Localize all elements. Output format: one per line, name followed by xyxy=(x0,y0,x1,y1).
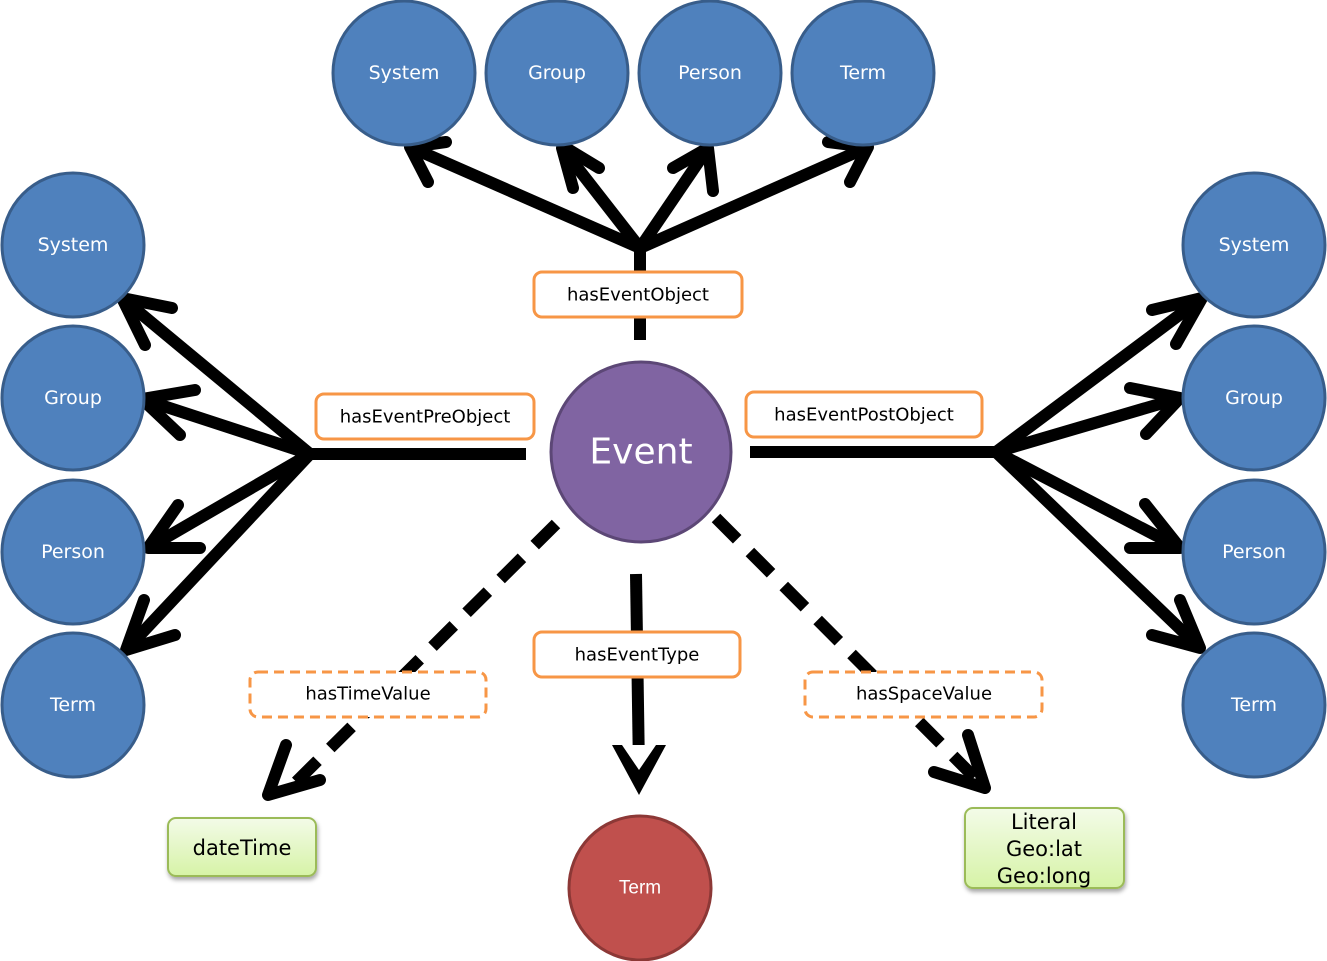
arrowhead-icon xyxy=(120,594,181,656)
node-label: Person xyxy=(1222,541,1286,563)
arrowhead-icon xyxy=(404,136,452,188)
literal-date-time[interactable]: dateTime xyxy=(167,817,317,877)
literal-line: Geo:long xyxy=(997,864,1091,888)
property-label: hasEventObject xyxy=(567,285,709,306)
node-label: Group xyxy=(528,62,586,84)
literal-line: Geo:lat xyxy=(1006,837,1082,861)
property-has-space-value[interactable]: hasSpaceValue xyxy=(803,670,1044,719)
edge-post-system xyxy=(992,293,1206,457)
edges-event-pre-object xyxy=(116,292,526,656)
property-has-event-pre-object[interactable]: hasEventPreObject xyxy=(314,392,536,441)
node-event[interactable]: Event xyxy=(549,360,733,544)
property-has-event-post-object[interactable]: hasEventPostObject xyxy=(744,390,984,439)
property-label: hasEventPreObject xyxy=(340,407,511,428)
edge-post-group xyxy=(994,392,1182,458)
arrowhead-icon xyxy=(1124,382,1186,440)
arrowhead-icon xyxy=(822,136,874,188)
arrowhead-icon xyxy=(667,142,719,197)
node-top-system[interactable]: System xyxy=(331,0,477,147)
node-right-system[interactable]: System xyxy=(1181,171,1327,319)
edges-event-post-object xyxy=(750,292,1208,654)
node-label: System xyxy=(369,62,440,84)
node-label: System xyxy=(38,234,109,256)
node-left-group[interactable]: Group xyxy=(0,324,146,472)
edges-event-type xyxy=(612,573,666,795)
node-top-group[interactable]: Group xyxy=(484,0,630,147)
right-node-group: System Group Person Term xyxy=(1181,171,1327,779)
node-left-term[interactable]: Term xyxy=(0,631,146,779)
arrowhead-icon xyxy=(928,729,991,794)
edges-event-object xyxy=(404,136,874,340)
edge-pre-person xyxy=(144,448,314,554)
property-label: hasEventType xyxy=(575,645,700,666)
edge-object-term xyxy=(637,141,871,254)
property-has-time-value[interactable]: hasTimeValue xyxy=(248,670,488,719)
edge-object-group xyxy=(557,144,645,252)
property-has-event-type[interactable]: hasEventType xyxy=(532,630,742,679)
node-top-person[interactable]: Person xyxy=(637,0,783,147)
literal-label: dateTime xyxy=(193,836,292,860)
node-right-group[interactable]: Group xyxy=(1181,324,1327,472)
arrowhead-icon xyxy=(1124,498,1186,554)
property-label: hasEventPostObject xyxy=(774,405,954,426)
node-label: Person xyxy=(678,62,742,84)
edge-post-person xyxy=(993,446,1183,554)
arrowhead-icon xyxy=(142,499,206,554)
property-label: hasSpaceValue xyxy=(856,684,992,705)
edge-time xyxy=(283,519,561,795)
edge-object-person xyxy=(635,144,713,252)
arrowhead-icon xyxy=(262,739,326,801)
node-left-system[interactable]: System xyxy=(0,171,146,319)
node-top-term[interactable]: Term xyxy=(790,0,936,147)
edge-pre-system xyxy=(118,293,314,459)
literal-geo[interactable]: Literal Geo:lat Geo:long xyxy=(964,807,1125,889)
edge-object-system xyxy=(407,141,643,254)
node-label: Group xyxy=(44,387,102,409)
edge-pre-group xyxy=(140,393,312,460)
property-label: hasTimeValue xyxy=(305,684,430,705)
arrowhead-icon xyxy=(1146,594,1206,654)
property-has-event-object[interactable]: hasEventObject xyxy=(532,270,744,319)
node-label: Person xyxy=(41,541,105,563)
literal-line: Literal xyxy=(1011,810,1077,834)
node-label: Term xyxy=(1230,694,1277,716)
node-label: Group xyxy=(1225,387,1283,409)
node-right-person[interactable]: Person xyxy=(1181,478,1327,626)
node-event-type-term[interactable]: Term xyxy=(567,814,713,961)
node-label: System xyxy=(1219,234,1290,256)
top-node-group: System Group Person Term xyxy=(331,0,936,147)
node-right-term[interactable]: Term xyxy=(1181,631,1327,779)
node-label: Term xyxy=(839,62,886,84)
arrowhead-notch xyxy=(622,745,656,770)
edge-space xyxy=(711,513,987,790)
edge-pre-term xyxy=(121,449,315,655)
event-label: Event xyxy=(589,432,692,473)
left-node-group: System Group Person Term xyxy=(0,171,146,779)
edge-post-term xyxy=(991,447,1205,653)
node-label: Term xyxy=(49,694,96,716)
arrowhead-icon xyxy=(556,142,605,194)
arrowhead-icon xyxy=(1146,292,1208,350)
edges-dashed xyxy=(262,513,991,801)
node-left-person[interactable]: Person xyxy=(0,478,146,626)
node-label: Term xyxy=(619,878,661,899)
